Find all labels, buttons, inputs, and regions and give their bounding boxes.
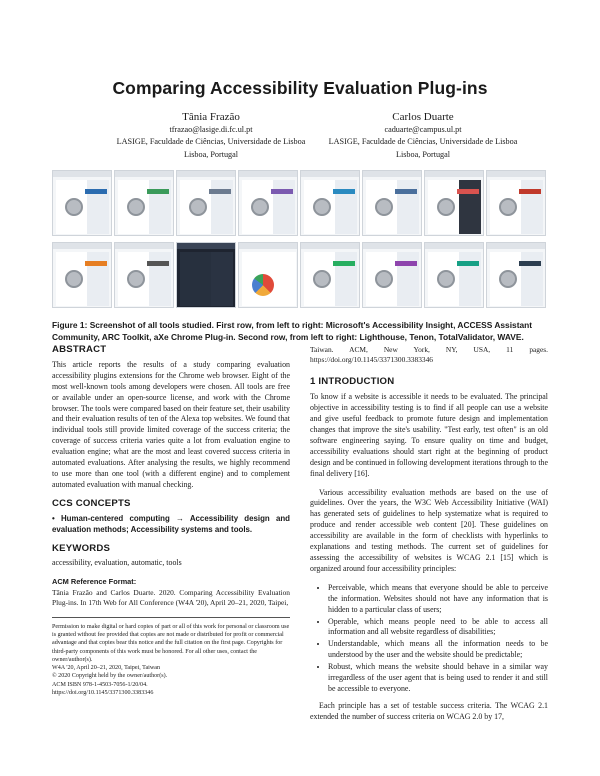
- author-name: Carlos Duarte: [392, 111, 454, 123]
- keywords-heading: KEYWORDS: [52, 542, 111, 554]
- tool-screenshot: [238, 170, 298, 236]
- paper-title: Comparing Accessibility Evaluation Plug-…: [112, 78, 488, 98]
- tool-screenshot: [362, 170, 422, 236]
- keywords-text: accessibility, evaluation, automatic, to…: [52, 558, 182, 568]
- list-item: Operable, which means people need to be …: [328, 617, 548, 639]
- tool-screenshot: [300, 170, 360, 236]
- tool-screenshot: [52, 170, 112, 236]
- left-column: ABSTRACT This article reports the result…: [52, 344, 290, 698]
- tool-screenshot: [486, 170, 546, 236]
- tool-screenshot: [52, 242, 112, 308]
- isbn-line: ACM ISBN 978-1-4503-7056-1/20/04.: [52, 681, 148, 688]
- tool-screenshot: [114, 242, 174, 308]
- tool-screenshot: [238, 242, 298, 308]
- tool-screenshot: [300, 242, 360, 308]
- intro-paragraph: Each principle has a set of testable suc…: [310, 700, 548, 721]
- ccs-text: • Human-centered computing → Accessibili…: [52, 513, 290, 534]
- tool-screenshot: [362, 242, 422, 308]
- author-email: tfrazao@lasige.di.fc.ul.pt: [169, 125, 253, 134]
- reference-format-continued: Taiwan. ACM, New York, NY, USA, 11 pages…: [310, 345, 548, 365]
- tool-screenshot: [176, 170, 236, 236]
- author-name: Tânia Frazão: [182, 111, 240, 123]
- author-block: Tânia Frazão tfrazao@lasige.di.fc.ul.pt …: [76, 110, 346, 161]
- figure-caption: Figure 1: Screenshot of all tools studie…: [52, 320, 533, 342]
- abstract-heading: ABSTRACT: [52, 344, 107, 355]
- doi-line: https://doi.org/10.1145/3371300.3383346: [52, 690, 154, 696]
- copyright-line: © 2020 Copyright held by the owner/autho…: [52, 673, 168, 680]
- reference-format-heading: ACM Reference Format:: [52, 577, 137, 587]
- tool-screenshot: [424, 170, 484, 236]
- reference-format-text: Tânia Frazão and Carlos Duarte. 2020. Co…: [52, 588, 290, 608]
- tool-screenshot: [424, 242, 484, 308]
- tool-screenshot: [486, 242, 546, 308]
- ccs-heading: CCS CONCEPTS: [52, 497, 131, 509]
- permission-notice: Permission to make digital or hard copie…: [52, 623, 290, 663]
- author-location: Lisboa, Portugal: [183, 149, 239, 159]
- author-block: Carlos Duarte caduarte@campus.ul.pt LASI…: [288, 110, 558, 161]
- abstract-text: This article reports the results of a st…: [52, 359, 290, 489]
- author-email: caduarte@campus.ul.pt: [384, 125, 462, 134]
- author-location: Lisboa, Portugal: [395, 149, 451, 159]
- author-affiliation: LASIGE, Faculdade de Ciências, Universid…: [328, 137, 518, 147]
- conference-line: W4A '20, April 20–21, 2020, Taipei, Taiw…: [52, 665, 161, 672]
- right-column: Taiwan. ACM, New York, NY, USA, 11 pages…: [310, 345, 548, 731]
- list-item: Perceivable, which means that everyone s…: [328, 583, 548, 616]
- intro-paragraph: Various accessibility evaluation methods…: [310, 487, 548, 573]
- tool-screenshot: [176, 242, 236, 308]
- list-item: Understandable, which means all the info…: [328, 639, 548, 661]
- intro-paragraph: To know if a website is accessible it ne…: [310, 392, 548, 478]
- tool-screenshot: [114, 170, 174, 236]
- permission-block: Permission to make digital or hard copie…: [52, 616, 290, 698]
- introduction-heading: 1 INTRODUCTION: [310, 376, 395, 388]
- list-item: Robust, which means the website should b…: [328, 662, 548, 695]
- figure-screenshots: [52, 170, 548, 310]
- principles-list: Perceivable, which means that everyone s…: [310, 583, 548, 695]
- author-affiliation: LASIGE, Faculdade de Ciências, Universid…: [116, 137, 306, 147]
